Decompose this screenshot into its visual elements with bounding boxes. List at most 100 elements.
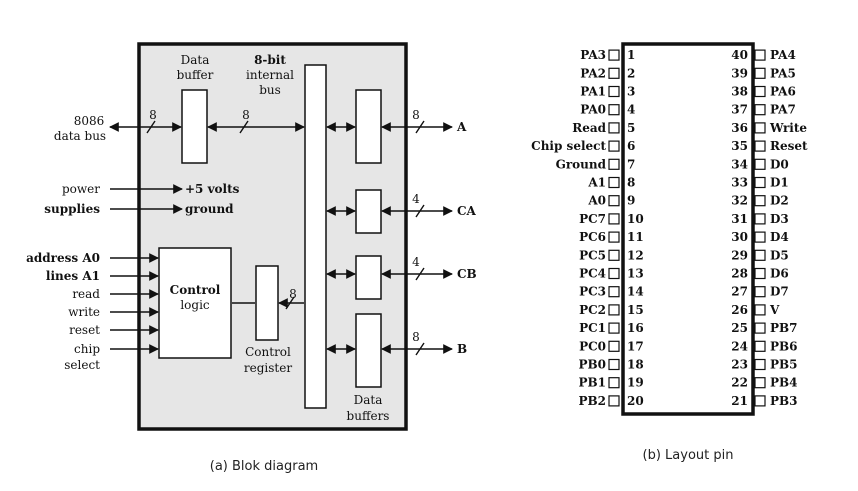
pin-row: 35 Reset — [731, 139, 808, 153]
pin-number: 26 — [731, 303, 748, 317]
pin-number: 40 — [731, 48, 748, 62]
pin-number: 33 — [731, 176, 748, 190]
port-cb-label: CB — [457, 267, 477, 281]
pin-name: D2 — [770, 194, 789, 208]
pin-number: 7 — [627, 157, 635, 171]
block-diagram: Data buffer 8-bit internal bus 8086 data… — [26, 42, 477, 474]
pin-pad — [754, 286, 766, 298]
pin-layout-caption: (b) Layout pin — [643, 448, 734, 463]
pin-number: 9 — [627, 194, 635, 208]
pin-number: 34 — [731, 157, 748, 171]
pin-number: 32 — [731, 194, 748, 208]
pin-number: 24 — [731, 339, 748, 353]
pin-pad — [754, 231, 766, 243]
pin-number: 4 — [627, 103, 635, 117]
pin-pad — [608, 304, 620, 316]
data-bus-label-1: 8086 — [74, 114, 105, 128]
internal-bus-label-3: bus — [259, 83, 281, 97]
pin-pad — [754, 340, 766, 352]
pin-number: 1 — [627, 48, 635, 62]
port-ca-label: CA — [457, 204, 477, 218]
pin-name: V — [769, 303, 780, 317]
power-label-1: power — [62, 182, 100, 196]
pin-number: 36 — [731, 121, 748, 135]
block-diagram-caption: (a) Blok diagram — [210, 459, 318, 474]
pin-pad — [608, 85, 620, 98]
pin-pad — [754, 85, 766, 98]
pin-pad — [608, 158, 620, 170]
pin-number: 5 — [627, 121, 635, 135]
pin-number: 22 — [731, 376, 748, 390]
control-logic-box — [158, 247, 232, 359]
register-bus-width: 8 — [289, 287, 297, 301]
pin-pad — [608, 67, 620, 79]
pin-number: 27 — [731, 285, 748, 299]
pin-name: Write — [769, 121, 807, 135]
pin-name: PB1 — [578, 376, 606, 390]
pin-pad — [754, 49, 766, 61]
pin-row: PA1 3 — [580, 85, 635, 99]
pin-pad — [608, 322, 620, 334]
pin-number: 25 — [731, 321, 748, 335]
data-buffer-box — [181, 89, 208, 164]
chip-label: chip — [74, 342, 100, 356]
pin-number: 37 — [731, 103, 748, 117]
pin-row: 28 D6 — [731, 267, 788, 281]
address-label-1: address A0 — [26, 251, 100, 265]
pin-number: 39 — [731, 66, 748, 80]
pin-pad — [754, 322, 766, 334]
pin-pad — [608, 377, 620, 389]
pin-name: D6 — [770, 267, 789, 281]
pin-name: Reset — [770, 139, 808, 153]
pin-pad — [608, 267, 620, 280]
pin-name: PB6 — [770, 339, 798, 353]
pin-name: A0 — [587, 194, 606, 208]
buffer-bus-slash — [239, 120, 249, 134]
pin-name: PA4 — [770, 48, 796, 62]
pin-name: Read — [572, 121, 606, 135]
pin-number: 35 — [731, 139, 748, 153]
pin-row: 24 PB6 — [731, 339, 797, 353]
control-register-label-1: Control — [245, 345, 291, 359]
pin-number: 30 — [731, 230, 748, 244]
port-ca-width: 4 — [412, 192, 420, 206]
pin-number: 6 — [627, 139, 635, 153]
port-a-buffer — [355, 89, 382, 164]
pin-name: PA3 — [580, 48, 606, 62]
pin-row: 26 V — [731, 303, 780, 317]
ic-package — [621, 42, 755, 416]
pin-name: PA1 — [580, 85, 606, 99]
pin-name: PC4 — [579, 267, 606, 281]
pin-number: 23 — [731, 358, 748, 372]
pin-name: PA2 — [580, 66, 606, 80]
pin-name: PA6 — [770, 85, 796, 99]
pin-pad — [754, 122, 766, 134]
pin-pad — [608, 358, 620, 371]
pin-pad — [608, 140, 620, 152]
data-bus-width: 8 — [149, 108, 157, 122]
port-b-buffer — [355, 313, 382, 388]
pin-number: 28 — [731, 267, 748, 281]
pin-row: A0 9 — [587, 194, 635, 208]
port-ca-buffer — [355, 189, 382, 234]
pin-name: PB4 — [770, 376, 798, 390]
buffer-bus-width: 8 — [242, 108, 250, 122]
power-label-2: supplies — [44, 202, 100, 216]
pin-name: PC3 — [579, 285, 606, 299]
pin-number: 11 — [627, 230, 644, 244]
control-logic-label-2: logic — [180, 298, 210, 312]
pin-pad — [754, 104, 766, 116]
pin-number: 17 — [627, 339, 644, 353]
internal-bus-label-1: 8-bit — [254, 53, 286, 67]
pin-row: 40 PA4 — [731, 48, 796, 62]
port-b-width: 8 — [412, 330, 420, 344]
pin-number: 3 — [627, 85, 635, 99]
